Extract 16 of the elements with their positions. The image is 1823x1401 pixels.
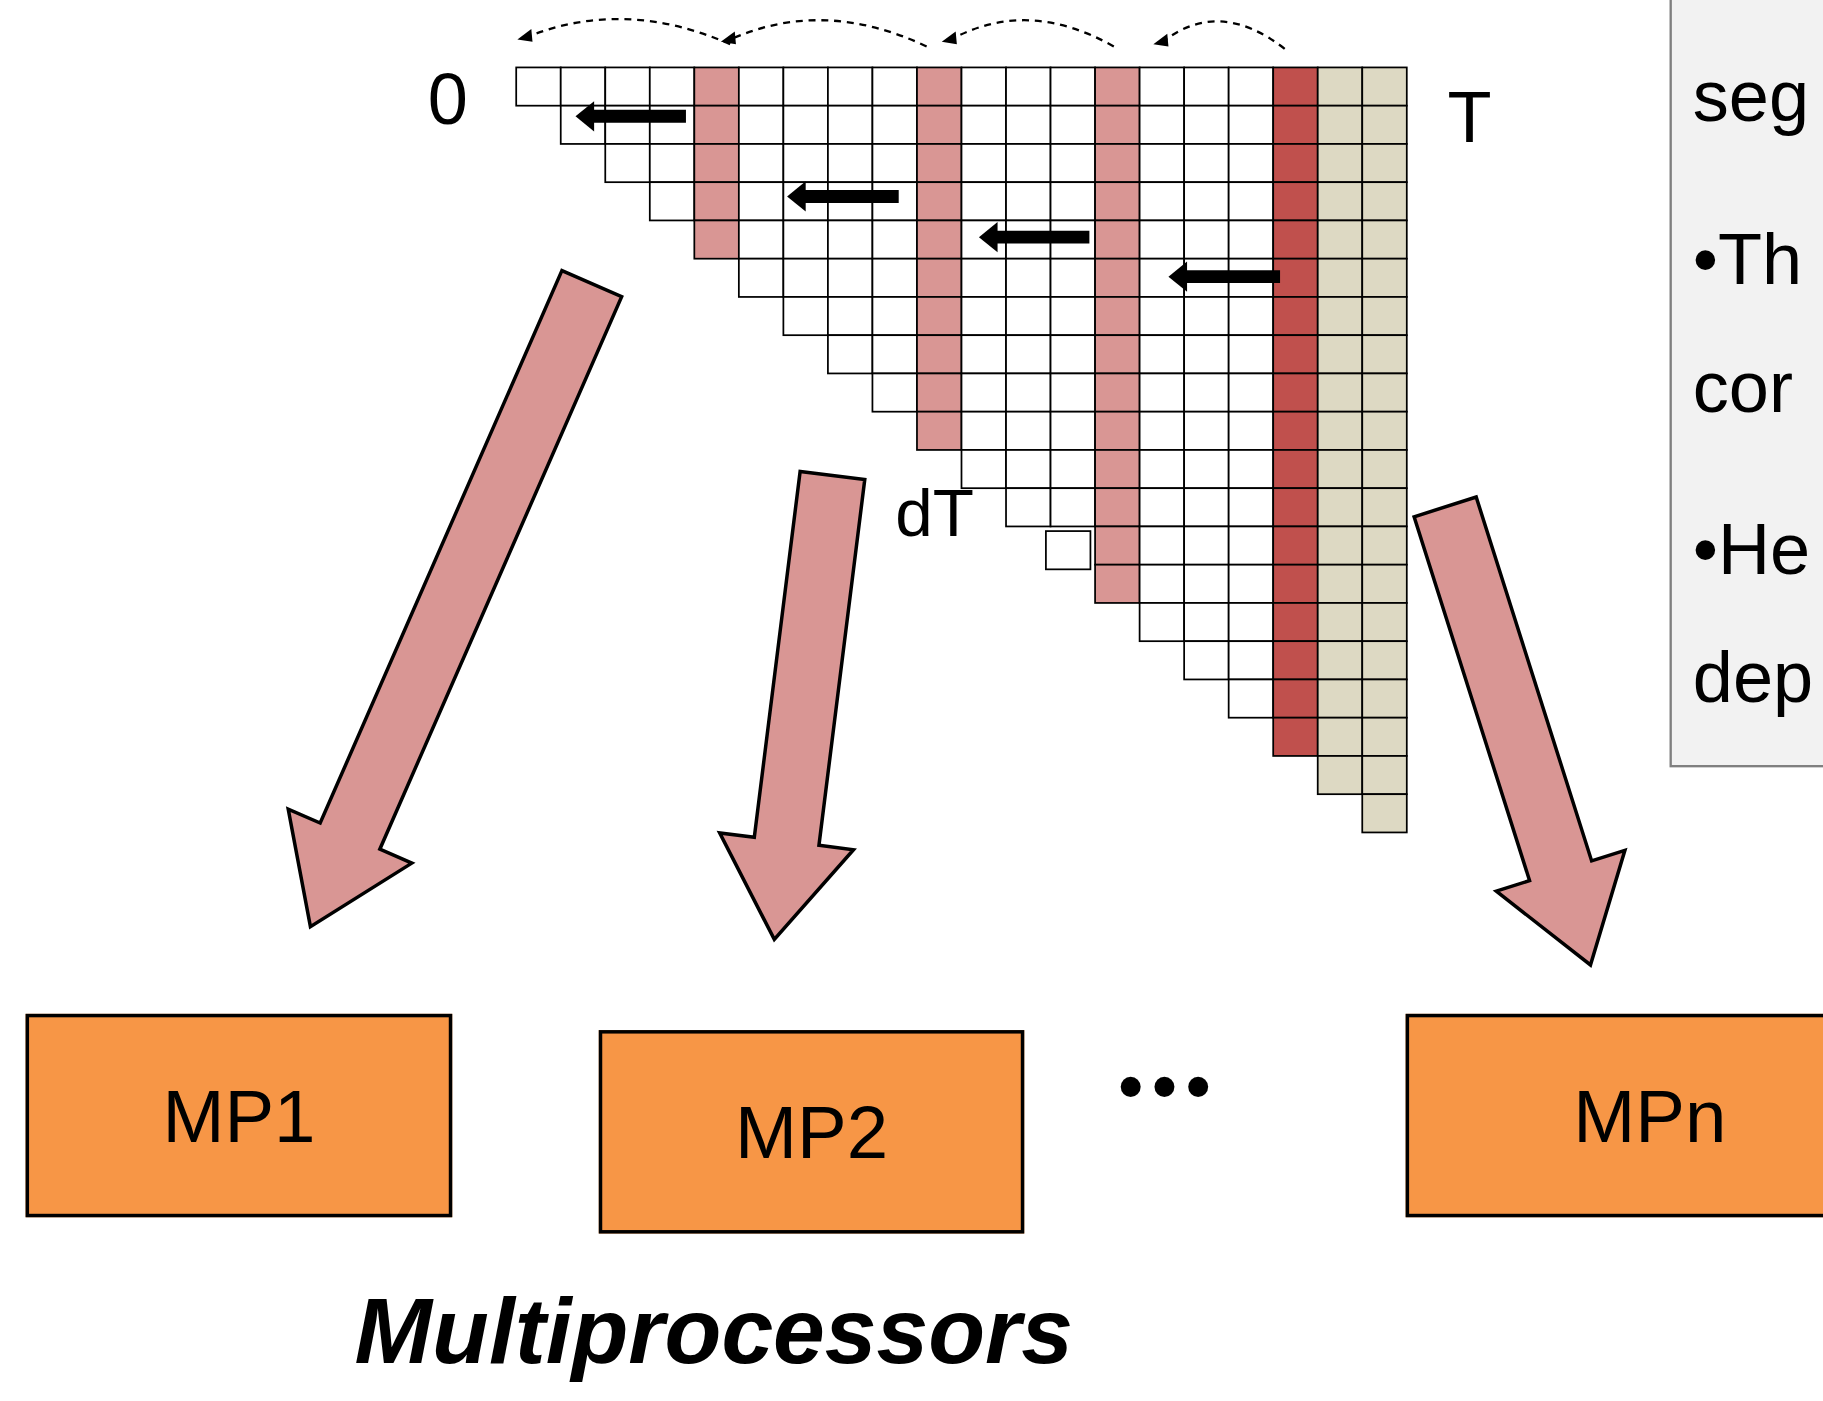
block-arrow — [716, 469, 867, 943]
bullet-text: •He dep — [1692, 508, 1815, 720]
ellipsis-dots: ••• — [1118, 1052, 1220, 1122]
axis-label: 0 — [427, 63, 468, 137]
processor-box — [598, 1030, 1025, 1234]
processor-box — [1405, 1013, 1823, 1218]
block-arrow — [285, 268, 624, 930]
processor-label: MP2 — [735, 1088, 888, 1175]
block-arrow — [1411, 494, 1628, 968]
processor-label: MP1 — [162, 1072, 316, 1159]
processor-label: MPn — [1573, 1072, 1727, 1159]
bullet-text: •Th cor — [1692, 217, 1804, 429]
axis-label: dT — [895, 479, 974, 547]
processor-box — [25, 1013, 453, 1218]
axis-label: T — [1447, 81, 1492, 154]
bullet-text: seg — [1692, 54, 1810, 139]
